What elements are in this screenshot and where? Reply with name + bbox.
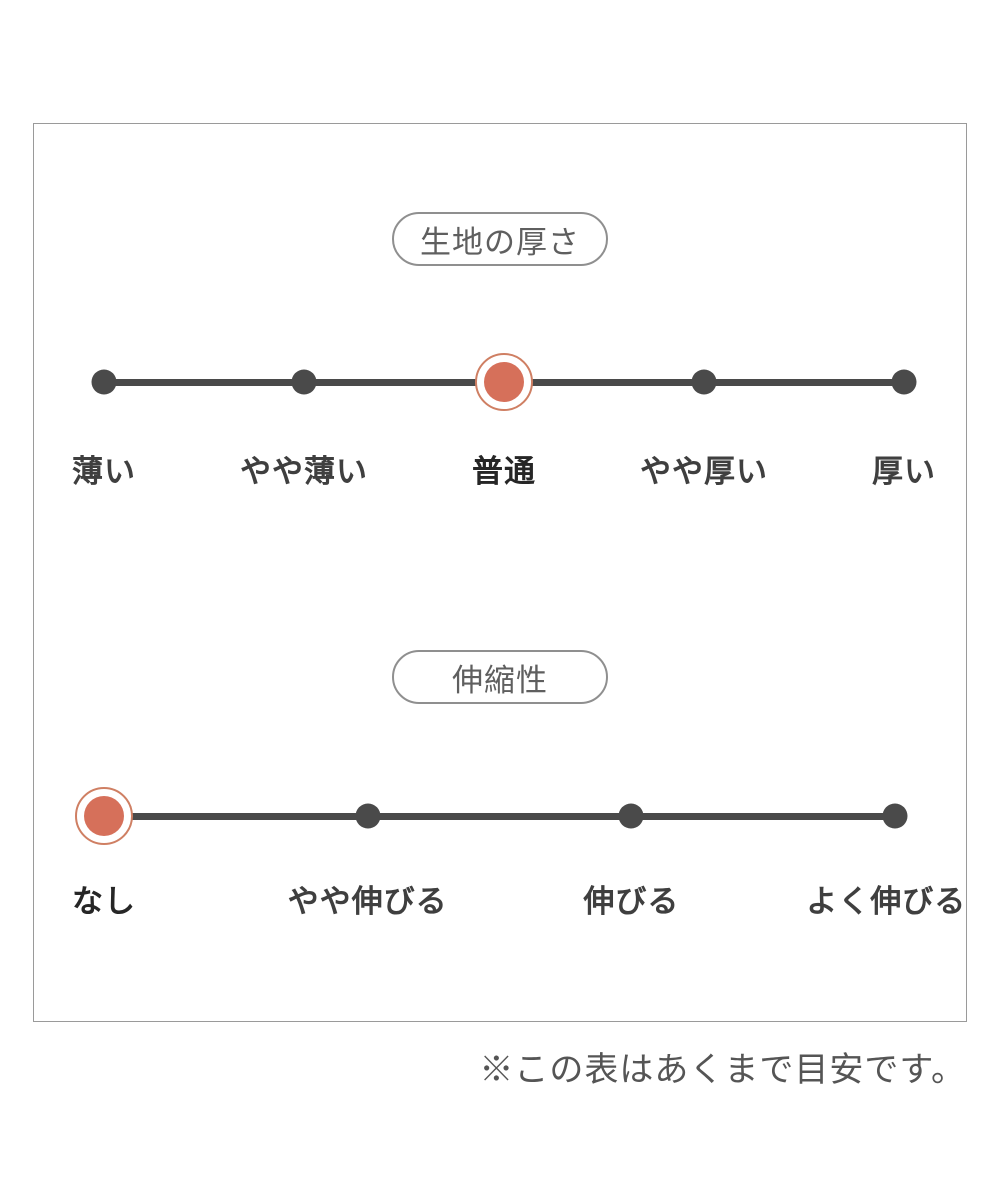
stretch-dot-3 (618, 803, 644, 829)
stretch-option-label: 伸びる (583, 884, 680, 919)
thickness-title: 生地の厚さ (420, 224, 580, 260)
thickness-option-label: やや厚い (640, 454, 768, 489)
stretch-option-label: やや伸びる (287, 884, 448, 919)
stretch-scale-track (104, 812, 895, 820)
thickness-dot-4 (691, 369, 717, 395)
stretch-dot-4 (882, 803, 908, 829)
thickness-dot-1 (91, 369, 117, 395)
thickness-option-label: 薄い (72, 454, 136, 489)
thickness-dot-5 (891, 369, 917, 395)
thickness-selected-dot (475, 353, 533, 411)
stretch-selected-dot (75, 787, 133, 845)
stretch-title: 伸縮性 (452, 662, 548, 698)
thickness-option-label: 厚い (872, 454, 936, 489)
selected-core (484, 362, 524, 402)
thickness-dot-2 (291, 369, 317, 395)
stretch-title-badge: 伸縮性 (392, 650, 608, 704)
stretch-option-label-selected: なし (72, 884, 136, 919)
info-panel: 生地の厚さ 薄い やや薄い 普通 やや厚い 厚い 伸縮性 (33, 123, 967, 1022)
selected-core (84, 796, 124, 836)
disclaimer-note: ※この表はあくまで目安です。 (479, 1051, 966, 1089)
stretch-dot-2 (355, 803, 381, 829)
thickness-title-badge: 生地の厚さ (392, 212, 608, 266)
thickness-option-label: やや薄い (240, 454, 368, 489)
stretch-option-label: よく伸びる (806, 884, 967, 919)
thickness-option-label-selected: 普通 (472, 454, 536, 489)
